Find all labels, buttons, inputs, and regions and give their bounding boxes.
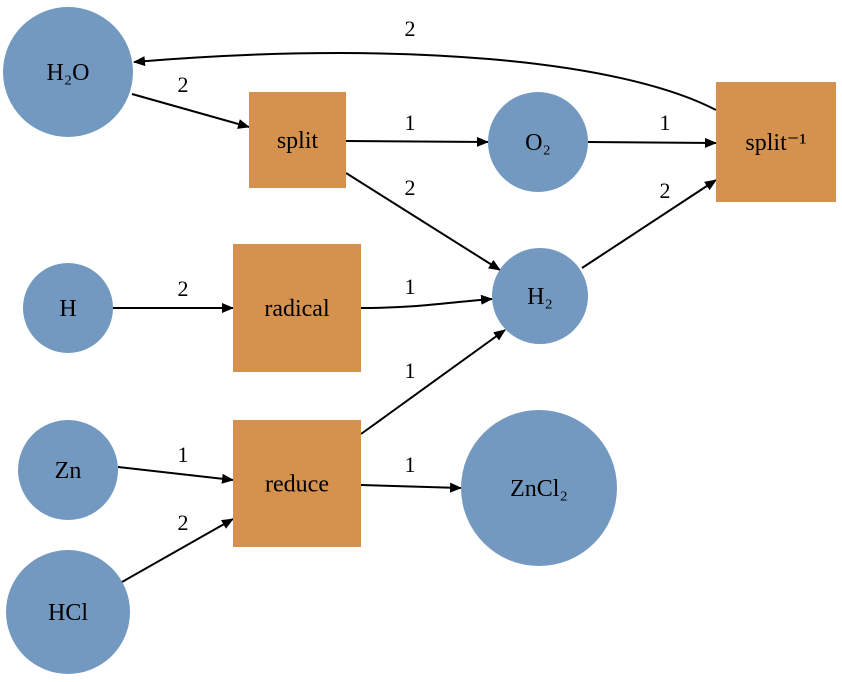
place-h[interactable]: H	[23, 263, 113, 353]
edge-zn-to-reduce	[117, 466, 234, 484]
transition-label: split	[277, 128, 319, 154]
place-h2[interactable]: H₂	[492, 248, 588, 344]
edge-weight-label: 2	[405, 175, 416, 200]
place-label: ZnCl₂	[510, 476, 568, 502]
place-h2o[interactable]: H₂O	[3, 7, 133, 137]
edge-weight-label: 2	[178, 510, 189, 535]
edge-weight-label: 2	[405, 16, 416, 41]
transition-box	[249, 92, 346, 188]
edge-o2-to-splitinv	[587, 137, 717, 148]
edge-reduce-to-zncl2	[360, 482, 462, 493]
transition-split[interactable]: split	[249, 92, 346, 188]
place-label: Zn	[55, 458, 82, 484]
transition-label: radical	[264, 296, 330, 322]
edge-weight-label: 1	[405, 274, 416, 299]
place-o2[interactable]: O₂	[488, 92, 588, 192]
transition-splitinv[interactable]: split⁻¹	[716, 82, 836, 202]
transition-box	[716, 82, 836, 202]
place-zncl2[interactable]: ZnCl₂	[461, 410, 617, 566]
transition-radical[interactable]: radical	[233, 244, 361, 372]
place-circle	[23, 263, 113, 353]
edge-weight-label: 1	[405, 110, 416, 135]
edge-weight-label: 2	[178, 276, 189, 301]
transition-box	[233, 420, 361, 547]
edge-weight-label: 1	[178, 442, 189, 467]
transition-box	[233, 244, 361, 372]
place-circle	[18, 420, 118, 520]
edge-h2-to-splitinv	[581, 179, 717, 269]
edge-weight-label: 1	[660, 110, 671, 135]
place-circle	[3, 7, 133, 137]
edge-splitinv-to-h2o	[133, 52, 717, 111]
place-zn[interactable]: Zn	[18, 420, 118, 520]
edge-reduce-to-h2	[360, 329, 506, 435]
place-circle	[461, 410, 617, 566]
edge-h2o-to-split	[131, 93, 250, 129]
place-label: HCl	[48, 600, 88, 626]
place-label: O₂	[525, 130, 551, 156]
place-label: H	[59, 296, 76, 322]
place-label: H₂	[527, 284, 553, 310]
transition-label: reduce	[265, 472, 329, 498]
edge-weight-label: 1	[405, 358, 416, 383]
transition-label: split⁻¹	[745, 130, 806, 156]
edge-weight-label: 2	[178, 72, 189, 97]
place-circle	[492, 248, 588, 344]
edge-radical-to-h2	[360, 294, 493, 309]
place-circle	[488, 92, 588, 192]
edge-weight-label: 2	[660, 178, 671, 203]
transition-reduce[interactable]: reduce	[233, 420, 361, 547]
place-label: H₂O	[46, 60, 89, 86]
edge-split-to-o2	[345, 136, 489, 147]
edge-split-to-h2	[345, 172, 501, 271]
place-hcl[interactable]: HCl	[6, 550, 130, 674]
place-circle	[6, 550, 130, 674]
edge-hcl-to-reduce	[121, 518, 234, 583]
edge-weight-label: 1	[405, 452, 416, 477]
